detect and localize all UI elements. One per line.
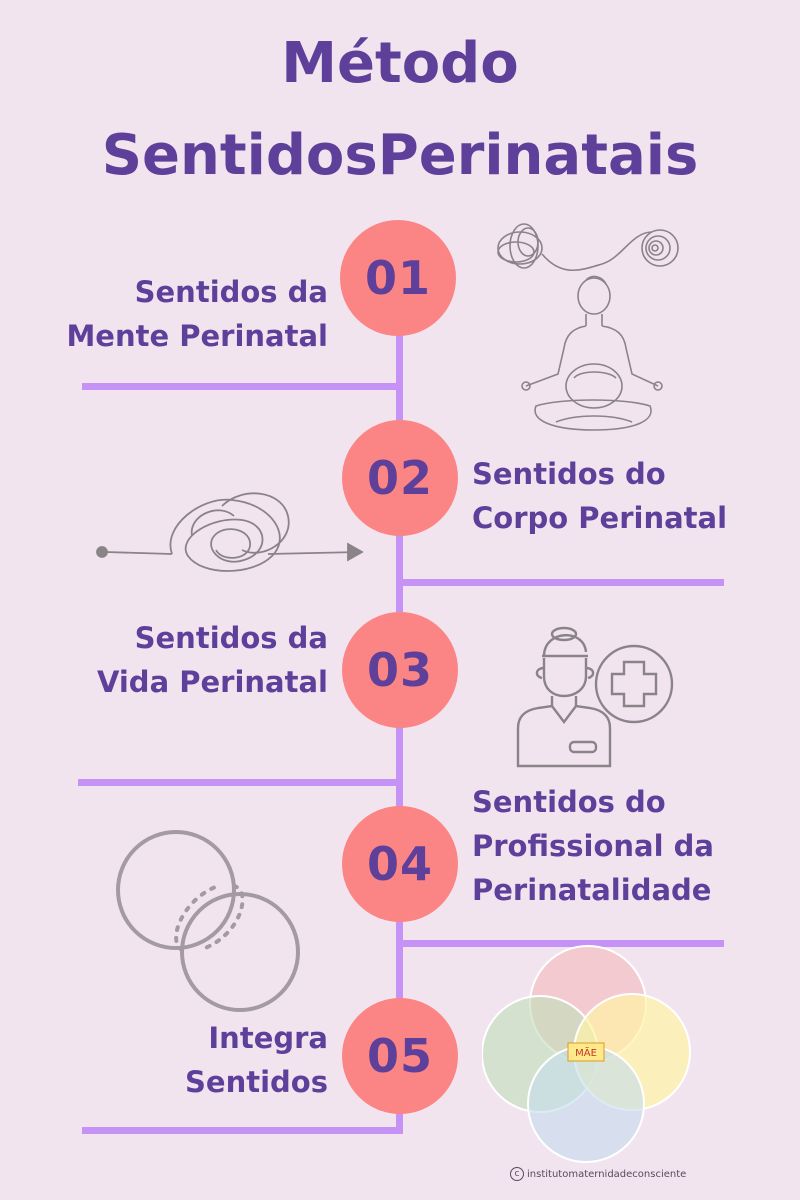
step-number-01: 01 — [340, 220, 456, 336]
timeline-branch-3 — [78, 779, 403, 786]
title-line-2: SentidosPerinatais — [101, 123, 699, 188]
step-number-03: 03 — [342, 612, 458, 728]
copyright-notice: c institutomaternidadeconsciente — [510, 1167, 686, 1181]
timeline-vertical-4 — [396, 916, 403, 1006]
timeline-branch-5 — [82, 1127, 403, 1134]
step-number-02: 02 — [342, 420, 458, 536]
step-label-02-line2: Corpo Perinatal — [472, 501, 728, 535]
step-label-04: Sentidos do Profissional da Perinatalida… — [472, 780, 714, 912]
step-label-05-line2: Sentidos — [185, 1065, 328, 1099]
step-label-03: Sentidos da Vida Perinatal — [97, 616, 328, 704]
step-label-02: Sentidos do Corpo Perinatal — [472, 452, 727, 540]
copyright-text: institutomaternidadeconsciente — [527, 1168, 687, 1180]
step-number-05: 05 — [342, 998, 458, 1114]
timeline-branch-2 — [396, 579, 724, 586]
overlapping-circles-icon — [116, 830, 300, 1012]
step-label-04-line1: Sentidos do — [472, 785, 666, 819]
four-circle-venn-icon: MÃE — [482, 945, 691, 1163]
step-label-04-line2: Profissional da — [472, 829, 714, 863]
timeline-vertical-5 — [396, 1110, 403, 1134]
step-label-02-line1: Sentidos do — [472, 457, 666, 491]
venn-center-label: MÃE — [575, 1046, 597, 1059]
timeline-vertical-1 — [396, 330, 403, 426]
step-label-05-line1: Integra — [208, 1021, 328, 1055]
title-line-1: Método — [281, 31, 519, 96]
step-label-05: Integra Sentidos — [185, 1016, 328, 1104]
timeline-vertical-3 — [396, 724, 403, 816]
step-label-04-line3: Perinatalidade — [472, 873, 712, 907]
tangled-arrow-icon — [96, 492, 364, 572]
timeline-branch-1 — [82, 383, 403, 390]
step-label-01-line2: Mente Perinatal — [66, 319, 328, 353]
copyright-icon: c — [510, 1167, 524, 1181]
step-label-03-line2: Vida Perinatal — [96, 665, 328, 699]
meditating-pregnant-woman-icon — [521, 275, 663, 431]
step-number-04: 04 — [342, 806, 458, 922]
timeline-vertical-2 — [396, 532, 403, 612]
step-label-03-line1: Sentidos da — [134, 621, 328, 655]
scribble-spiral-icon — [497, 223, 679, 271]
step-label-01-line1: Sentidos da — [134, 275, 328, 309]
timeline-branch-4 — [396, 940, 724, 947]
health-professional-icon — [516, 626, 674, 768]
step-label-01: Sentidos da Mente Perinatal — [66, 270, 328, 358]
